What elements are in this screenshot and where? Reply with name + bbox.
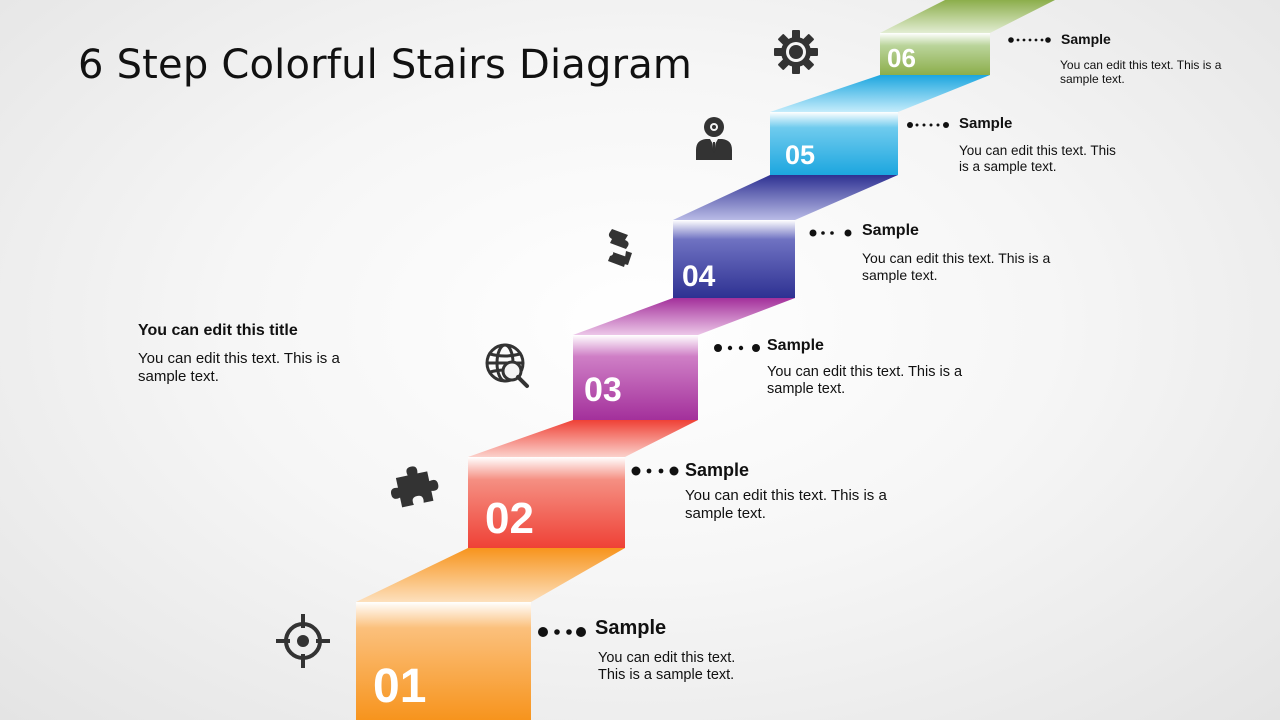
puzzle-piece-icon xyxy=(390,466,439,508)
step-06-tread xyxy=(880,0,1055,33)
step-01-label: Sample xyxy=(595,617,667,639)
step-05-riser xyxy=(770,112,898,175)
step-03-label: Sample xyxy=(767,337,824,354)
step-03-number: 03 xyxy=(584,371,622,409)
puzzle-pieces-icon xyxy=(608,229,632,267)
step-02-riser xyxy=(468,457,625,548)
step-05-number: 05 xyxy=(785,140,815,170)
gear-icon xyxy=(774,30,818,74)
step-04-number: 04 xyxy=(682,260,716,293)
step-05-text: You can edit this text. This is a sample… xyxy=(959,143,1116,174)
step-04-tread xyxy=(673,175,898,220)
step-01-text: You can edit this text. This is a sample… xyxy=(598,650,736,683)
step-03-tread xyxy=(573,298,795,335)
step-06-riser xyxy=(880,33,990,75)
step-01-number: 01 xyxy=(373,660,426,713)
step-06-connector xyxy=(1008,37,1051,43)
step-04-label: Sample xyxy=(862,222,919,239)
step-03-riser xyxy=(573,335,698,420)
step-04-riser xyxy=(673,220,795,298)
step-04-text: You can edit this text. This is a sample… xyxy=(862,250,1051,283)
step-02-label: Sample xyxy=(685,460,750,480)
step-06-label: Sample xyxy=(1061,31,1111,47)
step-02-connector xyxy=(631,466,679,476)
step-02-tread xyxy=(468,420,698,457)
step-06-text: You can edit this text. This is a sample… xyxy=(1060,58,1222,86)
step-01-tread xyxy=(356,548,625,602)
crosshair-icon xyxy=(276,614,330,668)
globe-search-icon xyxy=(485,343,529,388)
side-note-body: You can edit this text. This is a sample… xyxy=(138,350,340,385)
step-03-connector xyxy=(714,344,760,352)
side-note-title: You can edit this title xyxy=(138,322,298,339)
step-06-number: 06 xyxy=(887,43,916,73)
step-03-text: You can edit this text. This is a sample… xyxy=(767,364,963,397)
step-05-tread xyxy=(770,75,990,112)
page-title: 6 Step Colorful Stairs Diagram xyxy=(78,42,693,88)
step-05-connector xyxy=(907,122,949,128)
step-01-riser xyxy=(356,602,531,720)
step-02-number: 02 xyxy=(485,494,534,543)
step-04-connector xyxy=(809,229,852,237)
step-01-connector xyxy=(538,627,586,637)
step-02-text: You can edit this text. This is a sample… xyxy=(685,487,887,522)
step-05-label: Sample xyxy=(959,115,1013,132)
businessman-icon xyxy=(696,117,732,160)
